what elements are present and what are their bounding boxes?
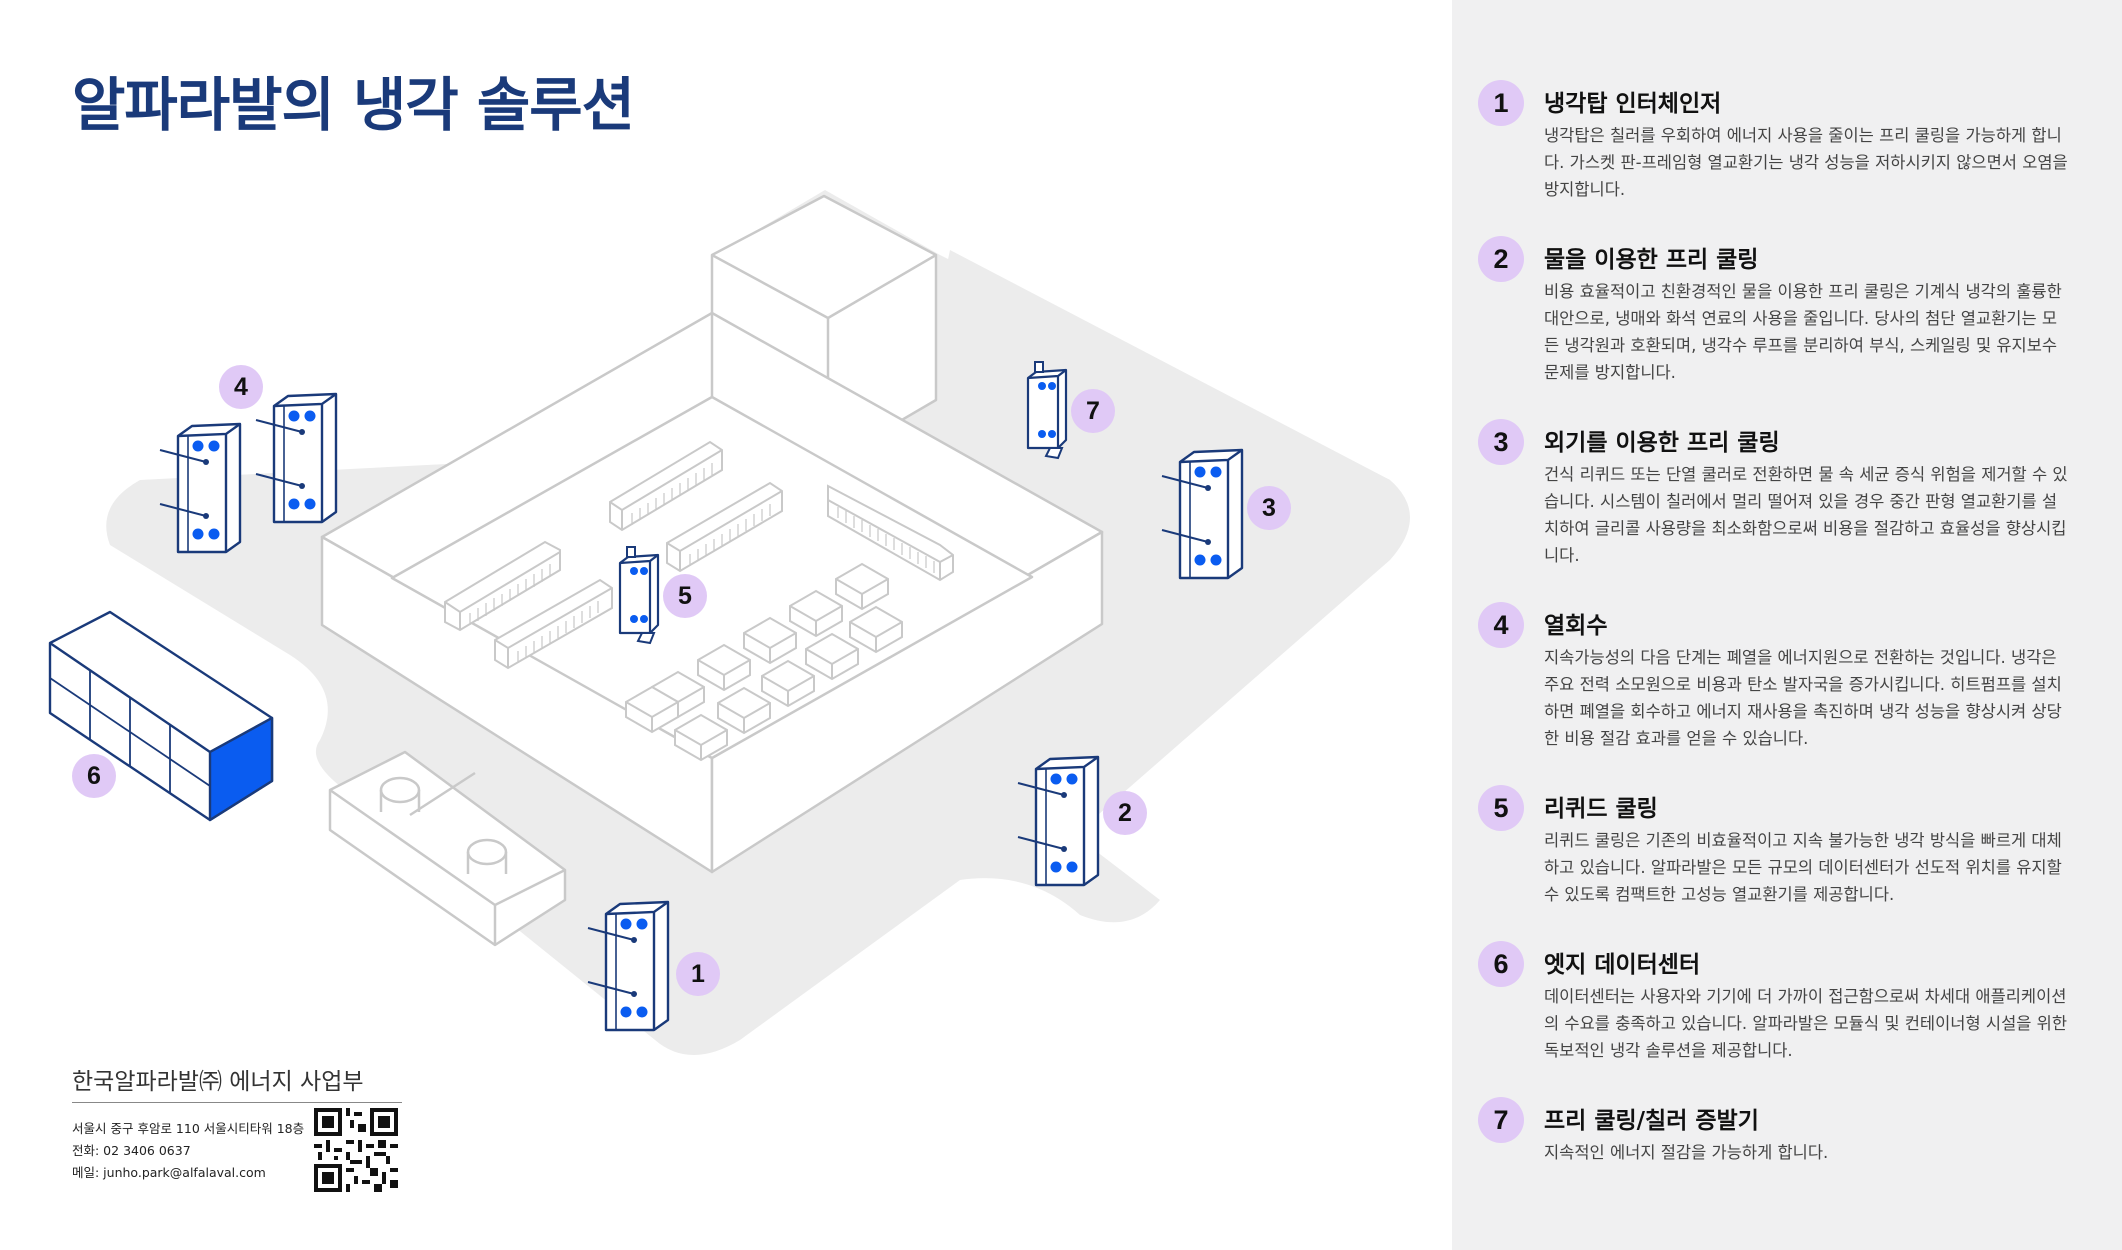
item-title: 리퀴드 쿨링: [1544, 796, 1658, 822]
contact-info: 서울시 중구 후암로 110 서울시티타워 18층 전화: 02 3406 06…: [72, 1118, 304, 1184]
item-number: 4: [1478, 602, 1524, 648]
item-title: 냉각탑 인터체인저: [1544, 91, 1722, 117]
badge-2: 2: [1103, 791, 1147, 835]
item-title: 엣지 데이터센터: [1544, 952, 1701, 978]
server-racks: [444, 440, 954, 670]
item-title: 프리 쿨링/칠러 증발기: [1544, 1108, 1759, 1134]
sidebar: 1 냉각탑 인터체인저 냉각탑은 칠러를 우회하여 에너지 사용을 줄이는 프리…: [1452, 0, 2122, 1250]
item-desc: 지속가능성의 다음 단계는 폐열을 에너지원으로 전환하는 것입니다. 냉각은 …: [1544, 648, 2062, 748]
badge-5: 5: [663, 574, 707, 618]
badge-3: 3: [1247, 486, 1291, 530]
item-desc: 냉각탑은 칠러를 우회하여 에너지 사용을 줄이는 프리 쿨링을 가능하게 합니…: [1544, 126, 2068, 199]
badge-6: 6: [72, 754, 116, 798]
item-desc: 지속적인 에너지 절감을 가능하게 합니다.: [1544, 1143, 1829, 1162]
footer: 한국알파라발㈜ 에너지 사업부 서울시 중구 후암로 110 서울시티타워 18…: [72, 1062, 402, 1192]
badge-1: 1: [676, 952, 720, 996]
cooling-units: [625, 562, 903, 762]
rack-slats: [469, 463, 935, 663]
page-title: 알파라발의 냉각 솔루션: [72, 71, 635, 139]
item-number: 7: [1478, 1097, 1524, 1143]
item-number: 1: [1478, 80, 1524, 126]
item-desc: 건식 리퀴드 또는 단열 쿨러로 전환하면 물 속 세균 증식 위험을 제거할 …: [1544, 465, 2068, 565]
item-number: 5: [1478, 785, 1524, 831]
item-number: 6: [1478, 941, 1524, 987]
item-title: 물을 이용한 프리 쿨링: [1544, 247, 1759, 273]
company-name: 한국알파라발㈜ 에너지 사업부: [72, 1062, 402, 1103]
edge-datacenter-container: [48, 610, 274, 822]
address: 서울시 중구 후암로 110 서울시티타워 18층: [72, 1121, 305, 1136]
badge-7: 7: [1071, 389, 1115, 433]
item-title: 열회수: [1544, 613, 1608, 639]
heat-exchanger-5: [618, 545, 660, 645]
item-desc: 데이터센터는 사용자와 기기에 더 가까이 접근함으로써 차세대 애플리케이션의…: [1544, 987, 2068, 1060]
email: 메일: junho.park@alfalaval.com: [72, 1165, 266, 1180]
item-number: 3: [1478, 419, 1524, 465]
item-desc: 리퀴드 쿨링은 기존의 비효율적이고 지속 불가능한 냉각 방식을 빠르게 대체…: [1544, 831, 2062, 904]
badge-4: 4: [219, 365, 263, 409]
phone: 전화: 02 3406 0637: [72, 1143, 191, 1158]
item-desc: 비용 효율적이고 친환경적인 물을 이용한 프리 쿨링은 기계식 냉각의 훌륭한…: [1544, 282, 2062, 382]
heat-exchanger-7: [1026, 360, 1068, 460]
item-number: 2: [1478, 236, 1524, 282]
qr-code: [314, 1108, 398, 1192]
item-title: 외기를 이용한 프리 쿨링: [1544, 430, 1780, 456]
datacenter-illustration: [48, 190, 1410, 1055]
